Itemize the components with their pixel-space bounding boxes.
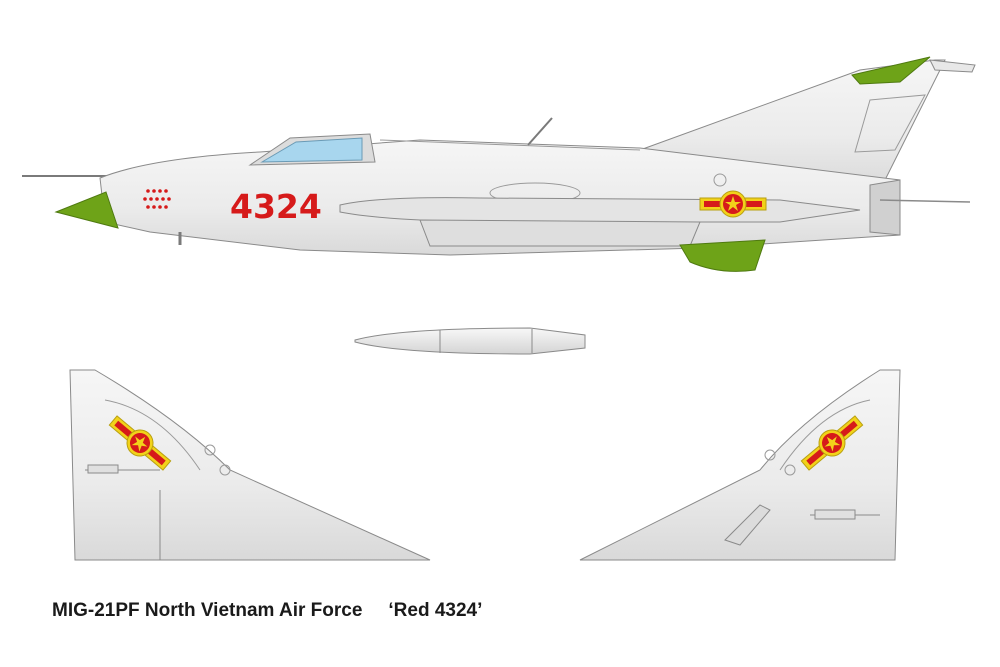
fuselage-roundel-icon [699, 190, 767, 218]
right-fin-view [579, 369, 901, 561]
wing-root [339, 197, 861, 223]
ventral-fin [679, 239, 766, 272]
right-fin-roundel-icon [800, 415, 864, 471]
aircraft-serial-number: 4324 [230, 187, 322, 226]
canopy-glass [260, 137, 363, 163]
fin-tip [851, 56, 931, 85]
fuselage [99, 139, 901, 256]
drop-tank [354, 327, 586, 355]
left-fin-view [69, 369, 431, 561]
underwing-pylon [419, 219, 701, 247]
caption-subtitle: ‘Red 4324’ [388, 600, 483, 621]
left-fin-roundel-icon [108, 415, 172, 471]
nose-radome [54, 191, 119, 229]
side-view [22, 56, 976, 272]
kill-markings [143, 189, 171, 209]
caption-title: MIG-21PF North Vietnam Air Force [52, 600, 363, 621]
image-caption: MIG-21PF North Vietnam Air Force ‘Red 432… [52, 600, 482, 622]
